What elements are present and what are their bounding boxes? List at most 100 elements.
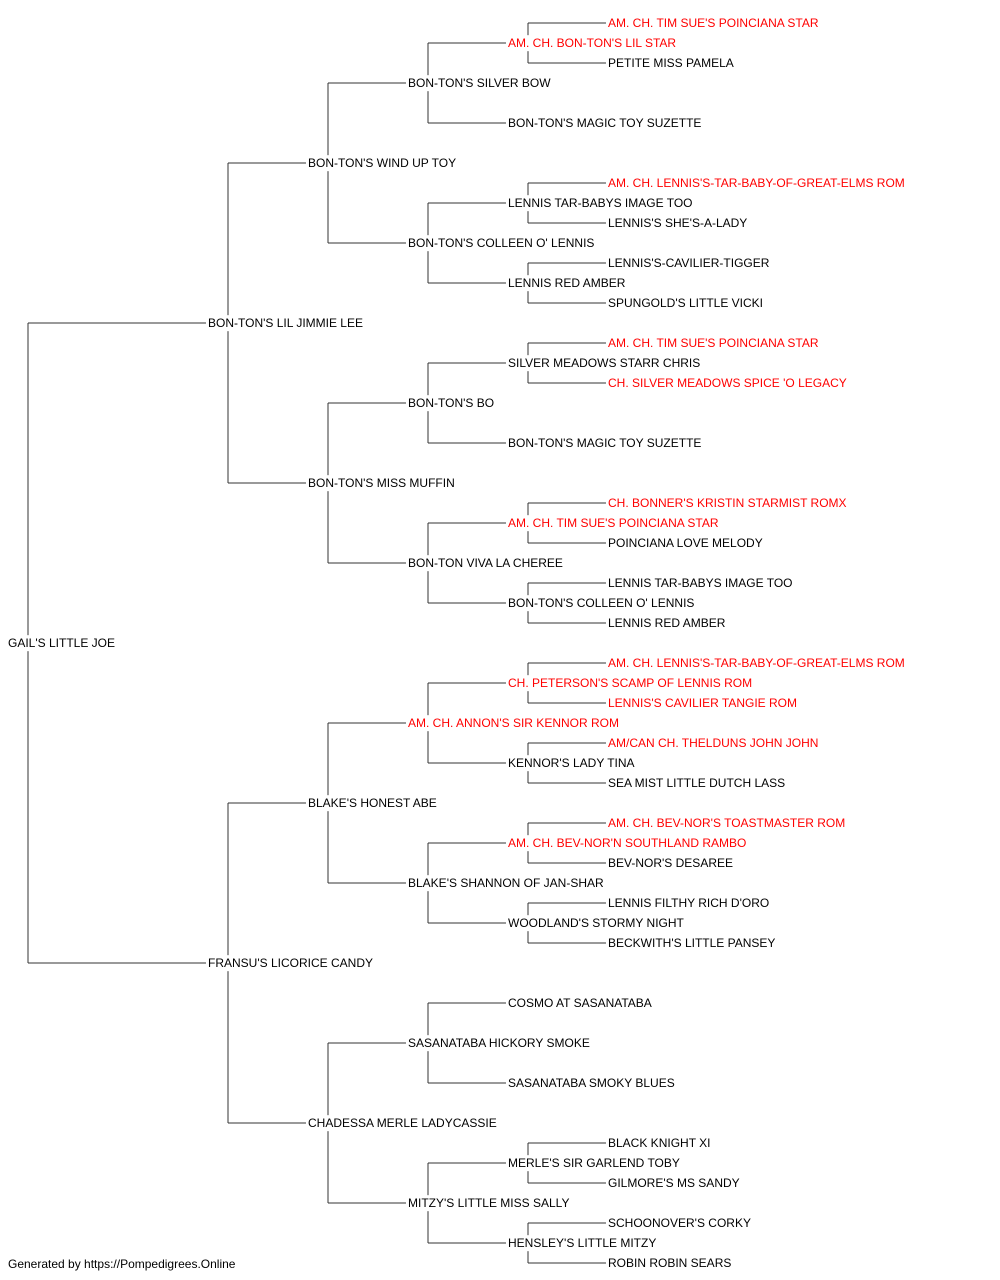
ancestor-name-backing	[507, 1155, 681, 1172]
ancestor-name[interactable]: BLAKE'S SHANNON OF JAN-SHAR	[408, 876, 604, 890]
ancestor-name[interactable]: MERLE'S SIR GARLEND TOBY	[508, 1156, 680, 1170]
ancestor-name-backing	[607, 495, 848, 512]
ancestor-name[interactable]: BON-TON'S SILVER BOW	[408, 76, 551, 90]
ancestor-name-backing	[407, 715, 620, 732]
ancestor-name[interactable]: SEA MIST LITTLE DUTCH LASS	[608, 776, 785, 790]
ancestor-name[interactable]: FRANSU'S LICORICE CANDY	[208, 956, 373, 970]
ancestor-name-backing	[507, 675, 754, 692]
ancestor-name[interactable]: CH. SILVER MEADOWS SPICE 'O LEGACY	[608, 376, 847, 390]
ancestor-name[interactable]: CH. PETERSON'S SCAMP OF LENNIS ROM	[508, 676, 752, 690]
ancestor-name[interactable]: GILMORE'S MS SANDY	[608, 1176, 740, 1190]
ancestor-name[interactable]: AM/CAN CH. THELDUNS JOHN JOHN	[608, 736, 818, 750]
ancestor-name-backing	[607, 535, 764, 552]
ancestor-name[interactable]: BON-TON'S BO	[408, 396, 494, 410]
ancestor-name[interactable]: SASANATABA HICKORY SMOKE	[408, 1036, 590, 1050]
ancestor-name[interactable]: BON-TON'S LIL JIMMIE LEE	[208, 316, 363, 330]
ancestor-name-backing	[607, 55, 735, 72]
ancestor-name-backing	[407, 555, 564, 572]
ancestor-name[interactable]: LENNIS'S-CAVILIER-TIGGER	[608, 256, 770, 270]
ancestor-name[interactable]: AM. CH. TIM SUE'S POINCIANA STAR	[608, 336, 819, 350]
ancestor-name[interactable]: LENNIS RED AMBER	[508, 276, 626, 290]
ancestor-name[interactable]: BON-TON'S COLLEEN O' LENNIS	[508, 596, 694, 610]
ancestor-name[interactable]: COSMO AT SASANATABA	[508, 996, 652, 1010]
ancestor-name-backing	[607, 295, 764, 312]
ancestor-name-backing	[507, 515, 720, 532]
ancestor-name[interactable]: WOODLAND'S STORMY NIGHT	[508, 916, 685, 930]
ancestor-name-backing	[407, 75, 553, 92]
ancestor-name-backing	[607, 815, 847, 832]
ancestor-name-backing	[307, 795, 438, 812]
ancestor-name-backing	[407, 235, 596, 252]
ancestor-name-backing	[607, 935, 777, 952]
ancestor-name[interactable]: HENSLEY'S LITTLE MITZY	[508, 1236, 656, 1250]
ancestor-name[interactable]: AM. CH. LENNIS'S-TAR-BABY-OF-GREAT-ELMS …	[608, 176, 905, 190]
ancestor-name[interactable]: BON-TON VIVA LA CHEREE	[408, 556, 563, 570]
ancestor-name-backing	[507, 595, 696, 612]
ancestor-name[interactable]: BEV-NOR'S DESAREE	[608, 856, 733, 870]
ancestor-name-backing	[307, 155, 458, 172]
ancestor-name[interactable]: PETITE MISS PAMELA	[608, 56, 734, 70]
ancestor-name[interactable]: CHADESSA MERLE LADYCASSIE	[308, 1116, 497, 1130]
ancestor-name[interactable]: SCHOONOVER'S CORKY	[608, 1216, 751, 1230]
ancestor-name-backing	[607, 15, 820, 32]
ancestor-name-backing	[607, 575, 794, 592]
ancestor-labels: GAIL'S LITTLE JOE BON-TON'S LIL JIMMIE LE…	[7, 15, 906, 1272]
ancestor-name[interactable]: KENNOR'S LADY TINA	[508, 756, 635, 770]
ancestor-name[interactable]: BON-TON'S COLLEEN O' LENNIS	[408, 236, 594, 250]
ancestor-name-backing	[7, 635, 116, 652]
ancestor-name[interactable]: AM. CH. BEV-NOR'N SOUTHLAND RAMBO	[508, 836, 746, 850]
ancestor-name[interactable]: AM. CH. TIM SUE'S POINCIANA STAR	[508, 516, 719, 530]
ancestor-name[interactable]: AM. CH. BON-TON'S LIL STAR	[508, 36, 676, 50]
ancestor-name-backing	[607, 655, 906, 672]
ancestor-name[interactable]: LENNIS TAR-BABYS IMAGE TOO	[508, 196, 693, 210]
ancestor-name-backing	[307, 1115, 498, 1132]
ancestor-name-backing	[607, 1215, 752, 1232]
ancestor-name-backing	[207, 955, 374, 972]
ancestor-name[interactable]: BON-TON'S WIND UP TOY	[308, 156, 456, 170]
ancestor-name[interactable]: AM. CH. TIM SUE'S POINCIANA STAR	[608, 16, 819, 30]
ancestor-name-backing	[507, 1075, 676, 1092]
ancestor-name[interactable]: LENNIS'S SHE'S-A-LADY	[608, 216, 747, 230]
ancestor-name-backing	[407, 395, 496, 412]
ancestor-name[interactable]: BON-TON'S MAGIC TOY SUZETTE	[508, 116, 701, 130]
ancestor-name-backing	[507, 915, 686, 932]
ancestor-name[interactable]: LENNIS FILTHY RICH D'ORO	[608, 896, 769, 910]
ancestor-name-backing	[607, 735, 820, 752]
ancestor-name[interactable]: BLAKE'S HONEST ABE	[308, 796, 437, 810]
ancestor-name-backing	[607, 1175, 741, 1192]
ancestor-name[interactable]: ROBIN ROBIN SEARS	[608, 1256, 731, 1270]
ancestor-name[interactable]: LENNIS TAR-BABYS IMAGE TOO	[608, 576, 793, 590]
ancestor-name-backing	[307, 475, 456, 492]
ancestor-name[interactable]: BON-TON'S MISS MUFFIN	[308, 476, 455, 490]
ancestor-name-backing	[607, 255, 771, 272]
ancestor-name[interactable]: BLACK KNIGHT XI	[608, 1136, 710, 1150]
ancestor-name[interactable]: BECKWITH'S LITTLE PANSEY	[608, 936, 775, 950]
ancestor-name[interactable]: GAIL'S LITTLE JOE	[8, 636, 115, 650]
ancestor-name[interactable]: BON-TON'S MAGIC TOY SUZETTE	[508, 436, 701, 450]
ancestor-name[interactable]: AM. CH. ANNON'S SIR KENNOR ROM	[408, 716, 619, 730]
ancestor-name[interactable]: LENNIS RED AMBER	[608, 616, 726, 630]
ancestor-name-backing	[407, 1035, 591, 1052]
ancestor-name[interactable]: SASANATABA SMOKY BLUES	[508, 1076, 675, 1090]
ancestor-name-backing	[507, 35, 678, 52]
ancestor-name-backing	[607, 1255, 733, 1272]
ancestor-name[interactable]: AM. CH. BEV-NOR'S TOASTMASTER ROM	[608, 816, 845, 830]
ancestor-name-backing	[607, 375, 848, 392]
ancestor-name-backing	[607, 895, 771, 912]
ancestor-name[interactable]: MITZY'S LITTLE MISS SALLY	[408, 1196, 569, 1210]
generated-by-footer: Generated by https://Pompedigrees.Online	[8, 1257, 236, 1271]
ancestor-name[interactable]: POINCIANA LOVE MELODY	[608, 536, 763, 550]
ancestor-name-backing	[607, 335, 820, 352]
ancestor-name[interactable]: CH. BONNER'S KRISTIN STARMIST ROMX	[608, 496, 847, 510]
ancestor-name-backing	[507, 1235, 658, 1252]
ancestor-name-backing	[407, 875, 605, 892]
ancestor-name[interactable]: LENNIS'S CAVILIER TANGIE ROM	[608, 696, 797, 710]
ancestor-name-backing	[507, 115, 703, 132]
ancestor-name-backing	[507, 435, 703, 452]
ancestor-name-backing	[607, 615, 727, 632]
ancestor-name[interactable]: SPUNGOLD'S LITTLE VICKI	[608, 296, 763, 310]
ancestor-name[interactable]: SILVER MEADOWS STARR CHRIS	[508, 356, 700, 370]
ancestor-name-backing	[607, 695, 799, 712]
ancestor-name[interactable]: AM. CH. LENNIS'S-TAR-BABY-OF-GREAT-ELMS …	[608, 656, 905, 670]
